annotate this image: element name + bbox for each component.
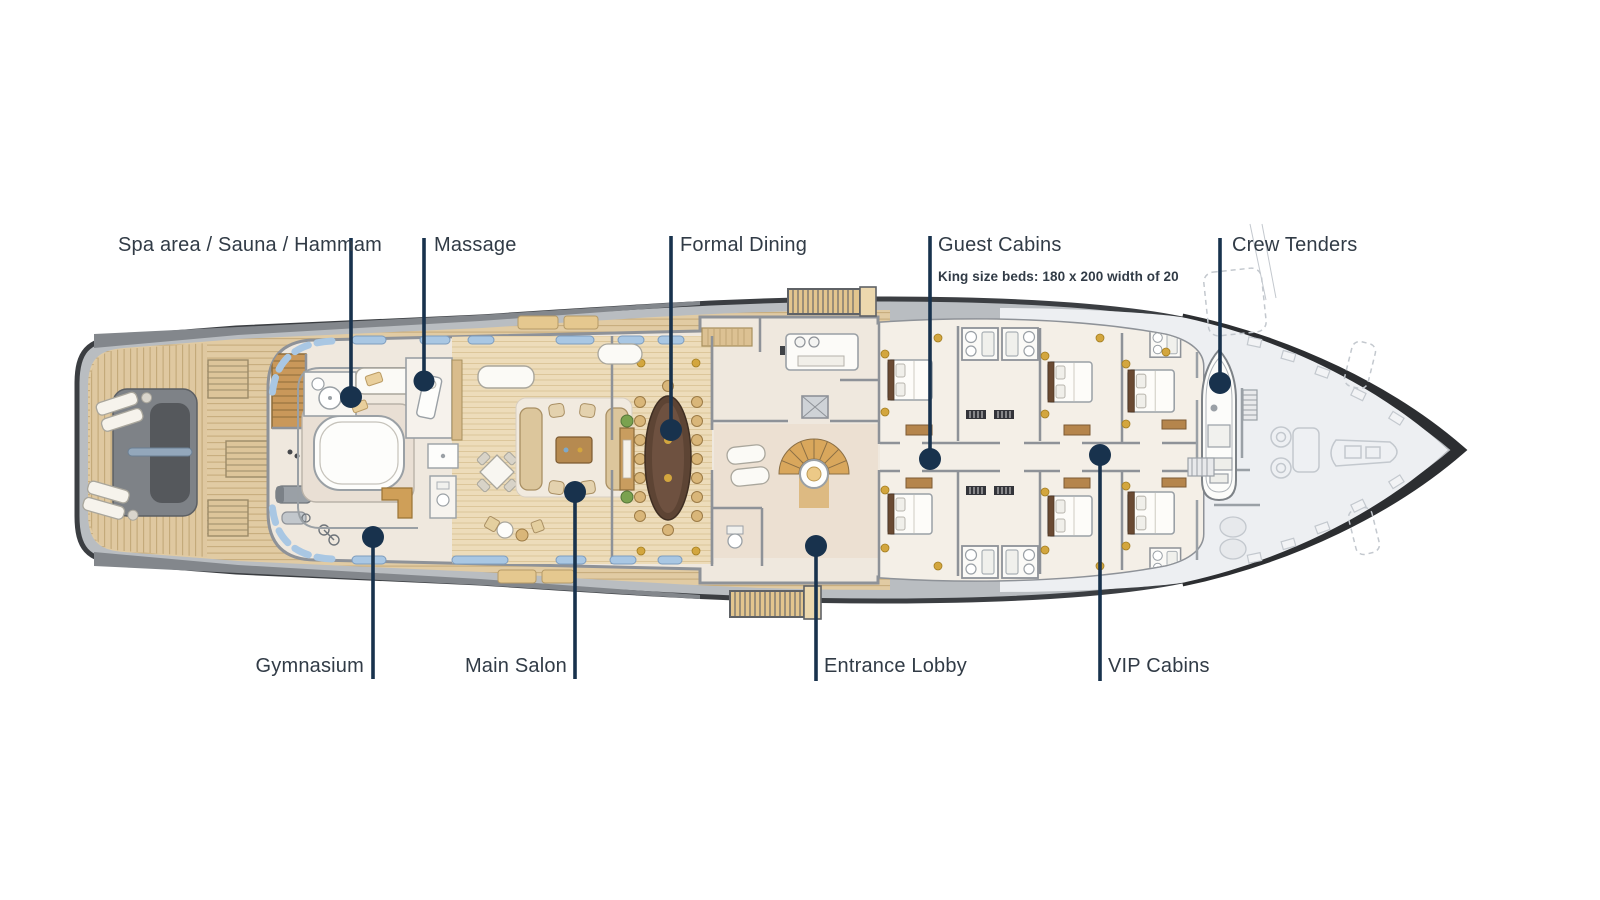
boarding-stairs-top — [787, 286, 877, 317]
gym-zone — [271, 353, 340, 546]
callout-label-entrance-lobby: Entrance Lobby — [824, 655, 967, 677]
galley-zone — [701, 317, 878, 423]
callout-sublabel-guest-cabins: King size beds: 180 x 200 width of 20 — [938, 269, 1179, 284]
callout-label-vip-cabins: VIP Cabins — [1108, 655, 1210, 677]
bow-ghost-equipment — [1203, 223, 1405, 564]
entrance-lobby-zone — [710, 322, 881, 578]
callout-label-guest-cabins: Guest Cabins — [938, 234, 1062, 256]
callout-label-formal-dining: Formal Dining — [680, 234, 808, 256]
sun-loungers-bottom — [82, 480, 139, 521]
superstructure-windows — [268, 315, 685, 584]
callout-label-spa: Spa area / Sauna / Hammam — [118, 234, 383, 256]
callout-label-main-salon: Main Salon — [464, 655, 567, 677]
boarding-stairs-bottom — [729, 585, 822, 620]
callout-label-crew-tenders: Crew Tenders — [1232, 234, 1358, 256]
vip-cabins-zone — [1120, 329, 1187, 576]
callout-label-massage: Massage — [434, 234, 517, 256]
main-salon-zone — [476, 365, 635, 542]
aft-deck-steps — [207, 359, 269, 537]
stern-swim-platform — [82, 359, 269, 537]
sun-loungers-top — [95, 391, 153, 432]
guest-cabins-zone — [880, 326, 1197, 579]
spa-zone — [297, 357, 463, 529]
callout-label-gymnasium: Gymnasium — [255, 655, 364, 677]
